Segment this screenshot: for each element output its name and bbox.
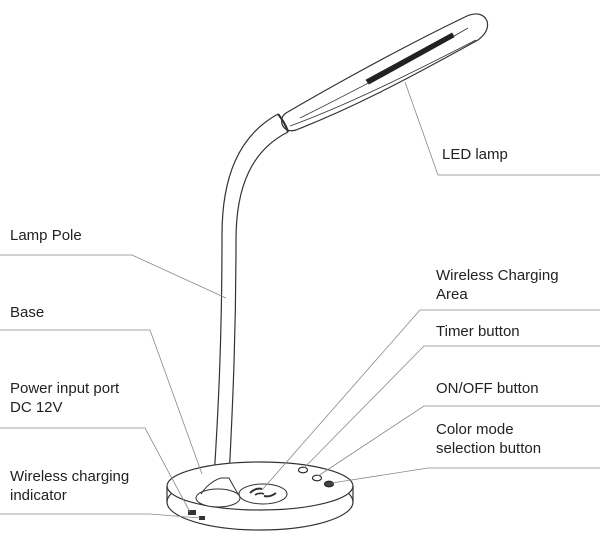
label-wireless-area-line1: Wireless Charging <box>436 267 559 284</box>
lamp-base <box>166 461 354 531</box>
lamp-head <box>277 13 489 133</box>
leader-lines <box>0 81 600 519</box>
wireless-charging-pad-icon <box>238 483 288 505</box>
timer-button-icon <box>297 466 309 474</box>
label-lamp-pole: Lamp Pole <box>10 227 82 244</box>
label-wireless-area-line2: Area <box>436 286 468 303</box>
label-color-mode-button: Color mode selection button <box>436 420 541 458</box>
wireless-indicator-icon <box>199 516 205 520</box>
label-wireless-indicator-line1: Wireless charging <box>10 468 130 485</box>
label-wireless-charging-area: Wireless Charging Area <box>436 266 559 304</box>
power-input-port-icon <box>188 510 196 515</box>
label-onoff-button: ON/OFF button <box>436 380 539 397</box>
label-power-input-port-line2: DC 12V <box>10 399 63 416</box>
label-color-mode-line1: Color mode <box>436 421 514 438</box>
label-base: Base <box>10 304 45 321</box>
label-power-input-port-line1: Power input port <box>10 380 120 397</box>
color-mode-button-icon <box>323 480 335 488</box>
label-power-input-port: Power input port DC 12V <box>10 379 119 417</box>
lamp-pole <box>213 113 289 479</box>
onoff-button-icon <box>311 474 323 482</box>
label-color-mode-line2: selection button <box>436 440 542 457</box>
label-led-lamp: LED lamp <box>442 146 508 163</box>
label-timer-button: Timer button <box>436 323 520 340</box>
label-wireless-indicator-line2: indicator <box>10 487 67 504</box>
label-wireless-charging-indicator: Wireless charging indicator <box>10 467 129 505</box>
